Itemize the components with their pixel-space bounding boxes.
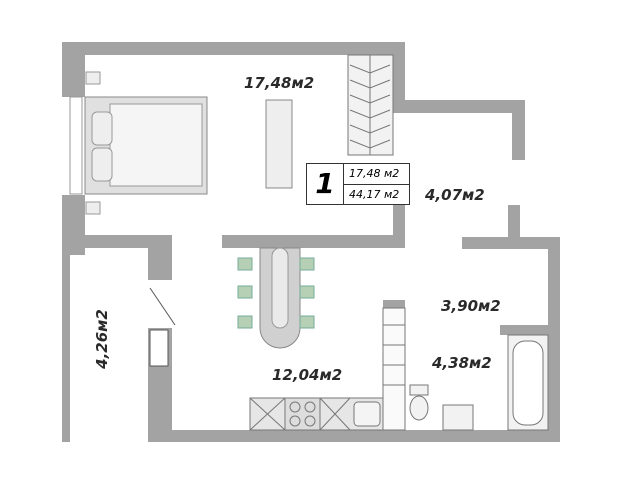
total-area: 44,17 м2 <box>349 187 400 201</box>
room-area-hall: 4,07м2 <box>425 186 485 204</box>
room-area-kitchen-living: 12,04м2 <box>272 366 343 384</box>
room-area-balcony: 4,26м2 <box>92 309 111 369</box>
dining-table <box>237 247 315 349</box>
room-area-bedroom: 17,48м2 <box>244 74 315 92</box>
apartment-summary: 1 17,48 м2 44,17 м2 <box>306 163 410 205</box>
tv-stand <box>265 99 293 189</box>
wardrobe <box>347 54 394 156</box>
room-area-corridor: 3,90м2 <box>441 297 501 315</box>
apartment-number: 1 <box>307 164 344 204</box>
bathroom-fixtures <box>382 307 549 431</box>
doors <box>149 287 176 367</box>
kitchen-counter <box>249 397 386 431</box>
chairs <box>237 257 315 329</box>
bed <box>69 71 208 215</box>
walls <box>62 42 560 442</box>
living-area: 17,48 м2 <box>344 164 409 185</box>
room-area-bathroom: 4,38м2 <box>432 354 492 372</box>
